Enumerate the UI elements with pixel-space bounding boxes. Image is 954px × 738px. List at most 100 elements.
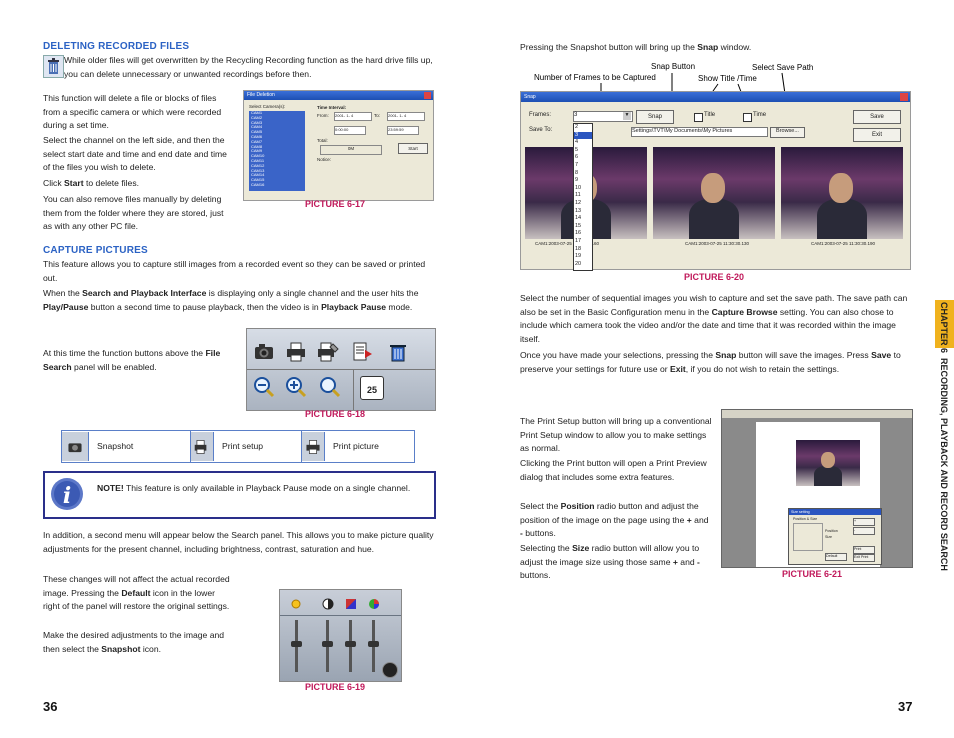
to-label: To: bbox=[374, 113, 381, 118]
adjust-para-1: In addition, a second menu will appear b… bbox=[43, 530, 434, 554]
frames-list-item[interactable]: 19 bbox=[575, 253, 582, 260]
close-icon[interactable] bbox=[900, 93, 908, 101]
chevron-down-icon[interactable]: ▼ bbox=[623, 112, 631, 120]
capture-para-2: When the Search and Playback Interface i… bbox=[43, 288, 419, 312]
saturation-slider-thumb[interactable] bbox=[345, 641, 356, 647]
heading-capture: CAPTURE PICTURES bbox=[43, 245, 148, 256]
camera-list-item[interactable]: CAM5 bbox=[251, 129, 263, 135]
camera-list-item[interactable]: CAM14 bbox=[251, 172, 265, 178]
title-checkbox[interactable] bbox=[694, 113, 703, 122]
plus-button[interactable]: + bbox=[853, 518, 875, 526]
select-para: Select the number of sequential images y… bbox=[520, 293, 908, 344]
exit-button[interactable]: Exit bbox=[853, 128, 901, 142]
camera-list-item[interactable]: CAM10 bbox=[251, 153, 265, 159]
panel-divider bbox=[280, 615, 401, 616]
printer-icon[interactable] bbox=[285, 341, 307, 363]
frames-list-item[interactable]: 10 bbox=[575, 184, 582, 191]
delete-para-2: This function will delete a file or bloc… bbox=[43, 93, 222, 131]
caption-6-21: PICTURE 6-21 bbox=[782, 569, 843, 579]
camera-list-item[interactable]: CAM16 bbox=[251, 181, 265, 187]
camera-list-item[interactable]: CAM4 bbox=[251, 124, 263, 130]
hue-icon[interactable] bbox=[367, 597, 381, 611]
default-icon[interactable] bbox=[382, 662, 398, 678]
save-button[interactable]: Save bbox=[853, 110, 901, 124]
to-date-field[interactable]: 2001- 1- 4 bbox=[387, 112, 425, 121]
contrast-slider-thumb[interactable] bbox=[322, 641, 333, 647]
frames-list-item[interactable]: 15 bbox=[575, 222, 582, 229]
delete-para-4: Click Start to delete files. bbox=[43, 178, 140, 188]
function-toolbar: 25 bbox=[246, 328, 436, 411]
table-label-print-setup: Print setup bbox=[222, 440, 264, 451]
frames-list-item[interactable]: 20 bbox=[575, 260, 582, 267]
from-time-field[interactable]: 0:00:00 bbox=[334, 126, 366, 135]
snap-button[interactable]: Snap bbox=[636, 110, 674, 124]
save-path-field[interactable]: Settings\TVT\My Documents\My Pictures bbox=[631, 127, 768, 137]
contrast-icon[interactable] bbox=[321, 597, 335, 611]
frames-list-item[interactable]: 7 bbox=[575, 161, 579, 168]
time-checkbox[interactable] bbox=[743, 113, 752, 122]
adjust-para-3: Make the desired adjustments to the imag… bbox=[43, 630, 225, 654]
frames-list-item[interactable]: 3 bbox=[574, 131, 592, 140]
camera-list-item[interactable]: CAM2 bbox=[251, 114, 263, 120]
export-icon[interactable] bbox=[351, 341, 373, 363]
calendar-icon[interactable]: 25 bbox=[360, 376, 384, 400]
camera-list-item[interactable]: CAM13 bbox=[251, 167, 265, 173]
close-icon[interactable] bbox=[424, 92, 431, 99]
frames-list-item[interactable]: 18 bbox=[575, 245, 582, 252]
to-time-field[interactable]: 23:59:59 bbox=[387, 126, 419, 135]
browse-button[interactable]: Browse... bbox=[770, 127, 805, 138]
callout-num-frames: Number of Frames to be Captured bbox=[534, 73, 656, 82]
brightness-icon[interactable] bbox=[289, 597, 303, 611]
video-frame-3 bbox=[781, 147, 903, 239]
exit-print-button[interactable]: Exit Print bbox=[853, 554, 875, 562]
frames-list-item[interactable]: 6 bbox=[575, 154, 579, 161]
page-number-left: 36 bbox=[43, 699, 58, 714]
zoom-in-icon[interactable] bbox=[285, 376, 307, 398]
camera-list-item[interactable]: CAM11 bbox=[251, 157, 265, 163]
camera-list-item[interactable]: CAM12 bbox=[251, 162, 265, 168]
adjustment-panel bbox=[279, 589, 402, 682]
zoom-out-icon[interactable] bbox=[253, 376, 275, 398]
delete-para-5: You can also remove files manually by de… bbox=[43, 194, 224, 232]
frames-list-item[interactable]: 2 bbox=[575, 124, 579, 130]
from-date-field[interactable]: 2001- 1- 4 bbox=[334, 112, 372, 121]
size-dialog-title: Size setting bbox=[789, 509, 881, 515]
chapter-tab bbox=[935, 300, 954, 348]
camera-list-item[interactable]: CAM3 bbox=[251, 119, 263, 125]
frames-list-item[interactable]: 4 bbox=[575, 139, 579, 146]
camera-list-item[interactable]: CAM1 bbox=[251, 111, 263, 115]
camera-list-item[interactable]: CAM8 bbox=[251, 143, 263, 149]
magnifier-icon[interactable] bbox=[319, 376, 341, 398]
camera-list-item[interactable]: CAM7 bbox=[251, 138, 263, 144]
camera-icon[interactable] bbox=[253, 341, 275, 363]
frames-list-item[interactable]: 16 bbox=[575, 230, 582, 237]
print-button[interactable]: Print bbox=[853, 546, 875, 554]
camera-list-item[interactable]: CAM15 bbox=[251, 177, 265, 183]
note-text: NOTE! This feature is only available in … bbox=[97, 483, 411, 493]
frames-list-item[interactable]: 5 bbox=[575, 146, 579, 153]
size-radio[interactable]: Size bbox=[825, 535, 832, 539]
minus-button[interactable]: - bbox=[853, 527, 875, 535]
frames-list-item[interactable]: 12 bbox=[575, 199, 582, 206]
table-label-snapshot: Snapshot bbox=[97, 440, 134, 451]
frames-list-item[interactable]: 13 bbox=[575, 207, 582, 214]
video-frame-2 bbox=[653, 147, 775, 239]
frames-list-item[interactable]: 17 bbox=[575, 237, 582, 244]
frames-list-item[interactable]: 11 bbox=[575, 192, 581, 199]
position-radio[interactable]: Position bbox=[825, 529, 838, 533]
hue-slider-thumb[interactable] bbox=[368, 641, 379, 647]
brightness-slider-thumb[interactable] bbox=[291, 641, 302, 647]
camera-list-item[interactable]: CAM6 bbox=[251, 133, 263, 139]
frames-list-item[interactable]: 8 bbox=[575, 169, 579, 176]
print-setup-icon[interactable] bbox=[317, 341, 339, 363]
delete-icon[interactable] bbox=[387, 341, 409, 363]
saturation-icon[interactable] bbox=[344, 597, 358, 611]
default-button[interactable]: Default bbox=[825, 553, 847, 561]
start-button[interactable]: Start bbox=[398, 143, 428, 154]
frames-select[interactable]: 3 bbox=[573, 111, 633, 122]
camera-list-item[interactable]: CAM9 bbox=[251, 148, 263, 154]
frames-list-item[interactable]: 14 bbox=[575, 215, 582, 222]
frames-list-item[interactable]: 9 bbox=[575, 177, 579, 184]
